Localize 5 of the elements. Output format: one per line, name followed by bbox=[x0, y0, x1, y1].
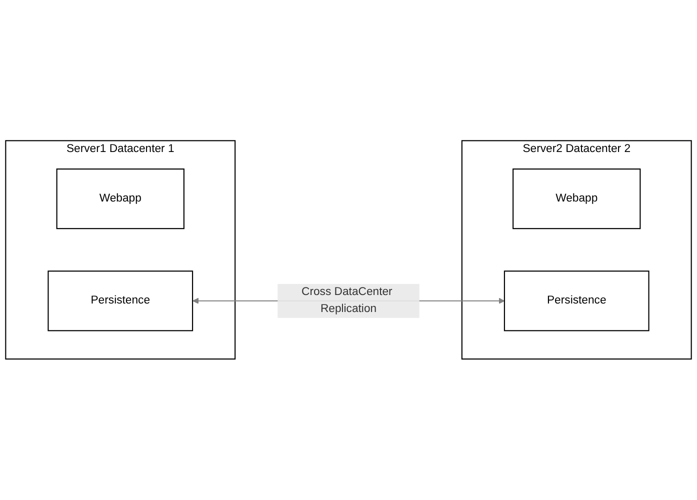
node-box: Webapp bbox=[512, 168, 641, 230]
node-box: Webapp bbox=[56, 168, 184, 230]
node-box: Persistence bbox=[504, 270, 650, 332]
node-box: Persistence bbox=[48, 270, 194, 332]
edge-label: Cross DataCenter Replication bbox=[302, 286, 392, 316]
